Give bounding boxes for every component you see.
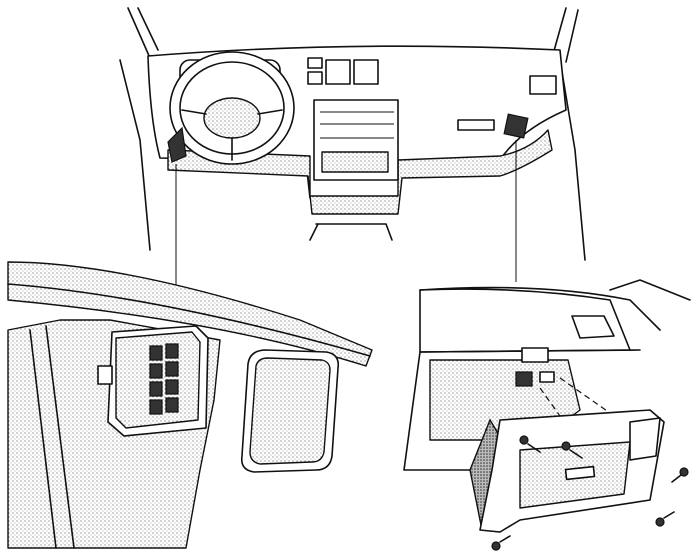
screw-icon <box>491 535 511 551</box>
screw-icon <box>671 467 689 483</box>
fuse-box-tab <box>97 365 113 385</box>
center-vent-left <box>325 59 351 85</box>
glove-box-stopper <box>629 417 661 461</box>
screw-icon <box>561 441 583 459</box>
glove-fuse-box <box>521 347 549 363</box>
steering-wheel-spokes <box>181 109 283 161</box>
screw-icon <box>655 511 675 527</box>
fuse <box>165 397 179 413</box>
dash-edge-line <box>7 283 371 357</box>
right-door-line <box>559 59 586 261</box>
right-dash-top-edge <box>419 286 661 331</box>
screws <box>491 435 689 551</box>
steering-wheel-hub <box>203 97 261 139</box>
left-door-line <box>119 59 151 251</box>
left-fuse-box-detail <box>7 261 373 549</box>
door-edge-line <box>29 325 75 549</box>
left-fuse-box-marker <box>167 126 187 163</box>
fuse <box>165 361 179 377</box>
fuse <box>149 399 163 415</box>
right-fuse-box-marker <box>503 113 529 139</box>
fuse-box-cover-face <box>249 357 331 465</box>
fuse <box>149 345 163 361</box>
dash-underside <box>7 261 373 367</box>
dashboard-overview <box>119 7 586 292</box>
right-dash-vent <box>571 315 615 339</box>
glove-box-removal-detail <box>403 279 691 551</box>
fuse <box>149 381 163 397</box>
left-small-switch-1 <box>307 57 323 69</box>
right-pillar-line <box>609 279 691 301</box>
glove-box-handle <box>457 119 495 131</box>
fuse <box>165 343 179 359</box>
fuse <box>165 379 179 395</box>
center-vent-right <box>353 59 379 85</box>
floor-tunnel <box>309 223 393 241</box>
dashboard-lower-panel <box>167 129 553 215</box>
left-small-switch-2 <box>307 71 323 85</box>
glove-fuse-box-connector <box>515 371 533 387</box>
screw-icon <box>519 435 541 453</box>
radio-slot <box>321 151 389 173</box>
fuse <box>149 363 163 379</box>
glove-box-latch <box>564 465 596 481</box>
right-dash-surface <box>419 288 631 353</box>
glove-fuse-box-bracket <box>539 371 555 383</box>
fuse-grid <box>149 343 179 415</box>
console-panel-lines <box>320 111 394 139</box>
left-a-pillar <box>127 7 159 59</box>
fuse-box-frame <box>115 331 201 429</box>
right-vent <box>529 75 557 95</box>
